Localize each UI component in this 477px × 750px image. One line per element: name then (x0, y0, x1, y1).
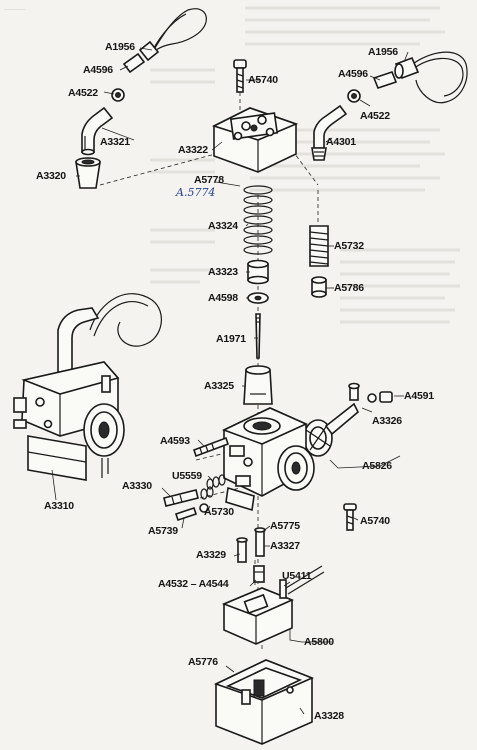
label-a3325: A3325 (204, 380, 234, 392)
label-a3327: A3327 (270, 540, 300, 552)
label-a1956-left: A1956 (105, 41, 135, 53)
label-a5739: A5739 (148, 525, 178, 537)
label-a4596-right: A4596 (338, 68, 368, 80)
label-a3326: A3326 (372, 415, 402, 427)
needle-clip (247, 292, 269, 304)
label-a4522-left: A4522 (68, 87, 98, 99)
label-a4593: A4593 (160, 435, 190, 447)
throttle-slide (243, 365, 273, 405)
label-a3310: A3310 (44, 500, 74, 512)
label-a5740-top: A5740 (248, 74, 278, 86)
label-a5778: A5778 (194, 174, 224, 186)
label-a3330: A3330 (122, 480, 152, 492)
idle-screw-a4593 (192, 436, 230, 458)
label-a5732: A5732 (334, 240, 364, 252)
slide-spring (243, 185, 273, 255)
carburetor-assembled (13, 293, 162, 481)
cable-right (409, 51, 468, 104)
cable-left (149, 8, 207, 57)
label-a4301: A4301 (326, 136, 356, 148)
float-assembly (221, 565, 325, 645)
label-a5730: A5730 (204, 506, 234, 518)
label-a3321: A3321 (100, 136, 130, 148)
cable-adjuster-left (111, 40, 160, 102)
label-a4522-right: A4522 (360, 110, 390, 122)
label-a4532-a4544: A4532 – A4544 (158, 578, 229, 590)
label-u5411: U5411 (282, 570, 312, 582)
jet-stack (236, 527, 266, 583)
cap-screw-top (233, 59, 247, 93)
choke-spring (309, 225, 329, 267)
choke-plunger (311, 276, 327, 298)
screw-a5739 (174, 503, 209, 522)
choke-elbow-right (311, 104, 348, 161)
label-a4596-left: A4596 (83, 64, 113, 76)
label-a3324: A3324 (208, 220, 238, 232)
carburetor-body (221, 407, 315, 512)
label-a3328: A3328 (314, 710, 344, 722)
float-bowl (213, 659, 315, 745)
label-a5786: A5786 (334, 282, 364, 294)
label-a4591: A4591 (404, 390, 434, 402)
label-a4598: A4598 (208, 292, 238, 304)
label-a3323: A3323 (208, 266, 238, 278)
bleed-through-lines (150, 6, 460, 324)
label-a1956-right: A1956 (368, 46, 398, 58)
label-a5740-bottom: A5740 (360, 515, 390, 527)
label-a3329: A3329 (196, 549, 226, 561)
choke-lever (303, 402, 359, 457)
label-a3322: A3322 (178, 144, 208, 156)
bleed-through-text: ——— (4, 6, 25, 13)
cable-adjuster-right (347, 56, 420, 103)
fuel-hose-elbow-left (81, 106, 114, 156)
label-a3320: A3320 (36, 170, 66, 182)
leader-lines (51, 47, 409, 715)
jet-needle (255, 313, 261, 359)
spring-u5559 (206, 474, 226, 490)
needle-retainer (247, 259, 269, 285)
label-a5826: A5826 (362, 460, 392, 472)
label-u5559: U5559 (172, 470, 202, 482)
hose-clamp-left (75, 157, 101, 189)
choke-screw (348, 382, 393, 403)
handwritten-annotation: A.5774 (176, 186, 216, 199)
label-a5776: A5776 (188, 656, 218, 668)
carb-cap (211, 107, 299, 173)
label-a5775: A5775 (270, 520, 300, 532)
air-screw-a3330 (163, 486, 214, 507)
label-a1971: A1971 (216, 333, 246, 345)
float-bowl-screw (343, 503, 357, 531)
label-a5800: A5800 (304, 636, 334, 648)
